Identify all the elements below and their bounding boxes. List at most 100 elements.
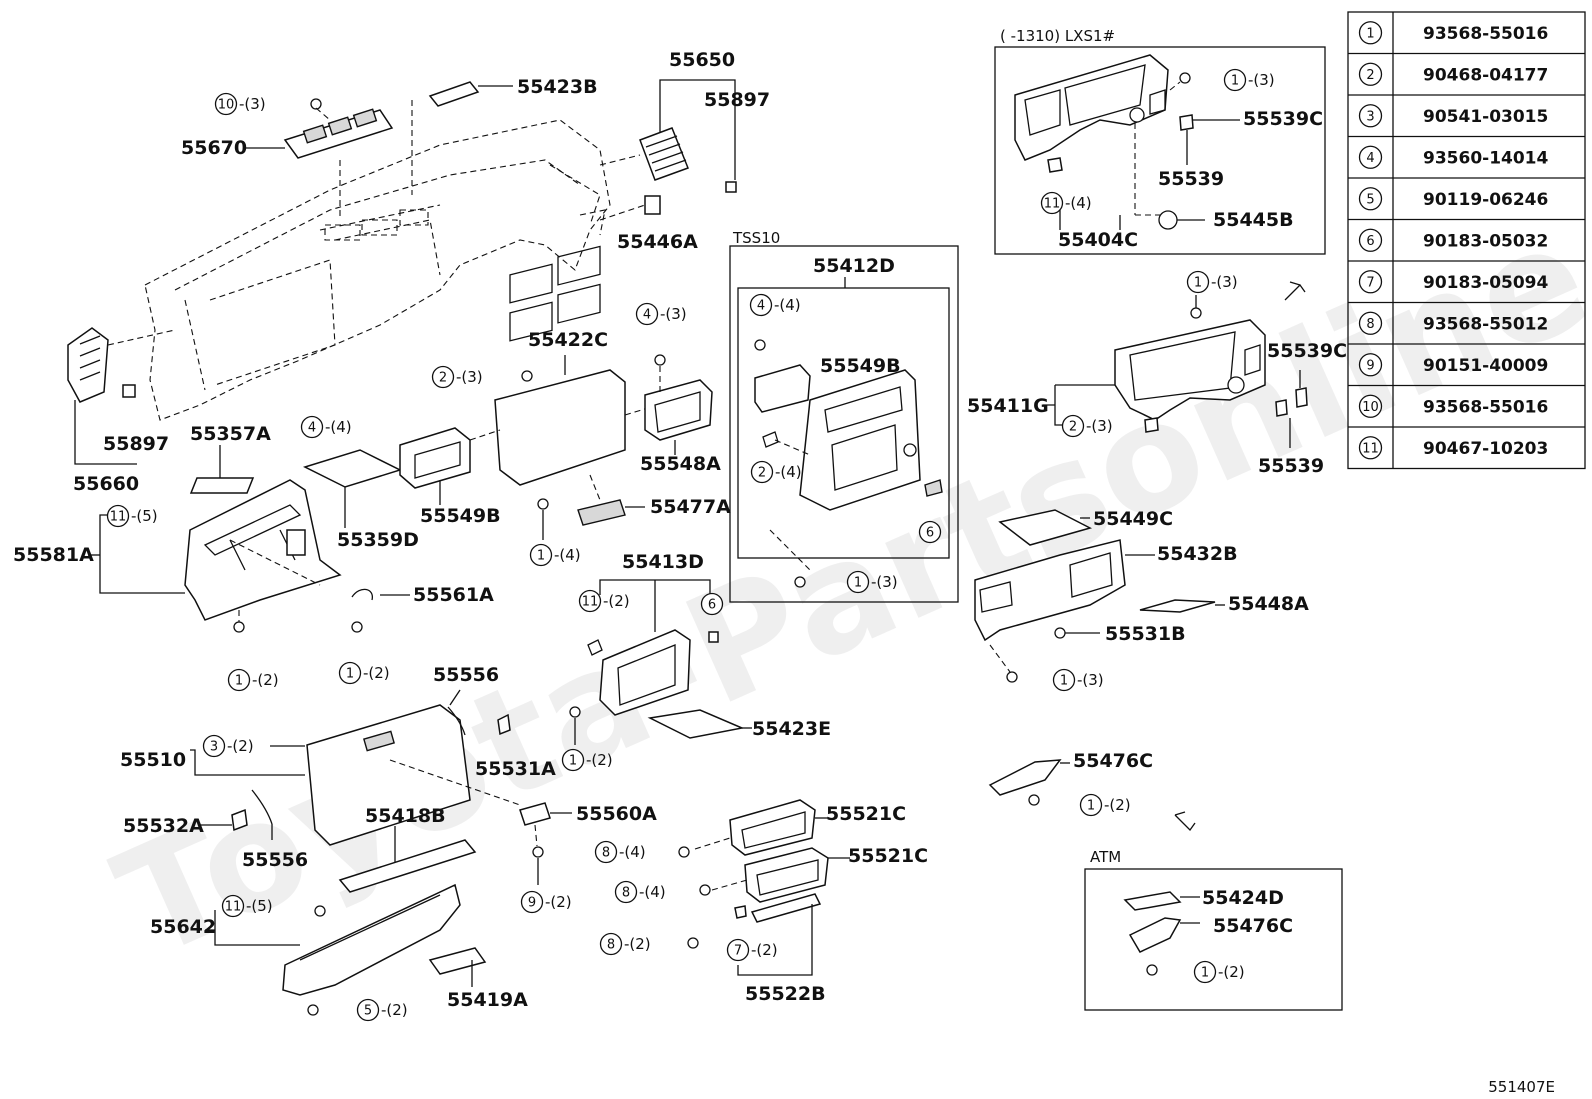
fastener-callout[interactable]: 1-(3) bbox=[846, 570, 898, 594]
label-55432B[interactable]: 55432B bbox=[1157, 543, 1238, 565]
group-lxs1: ( -1310) LXS1# bbox=[994, 27, 1326, 255]
legend-part-number[interactable]: 90151-40009 bbox=[1423, 356, 1548, 376]
part-labels: 55650 55897 55423B 55670 55446A 55897 55… bbox=[13, 49, 1347, 1011]
label-55531B[interactable]: 55531B bbox=[1105, 623, 1186, 645]
fastener-callout[interactable]: 10-(3) bbox=[214, 92, 266, 116]
label-55549B[interactable]: 55549B bbox=[820, 355, 901, 377]
fastener-callout[interactable]: 8-(4) bbox=[594, 840, 646, 864]
label-55556[interactable]: 55556 bbox=[433, 664, 499, 686]
label-55561A[interactable]: 55561A bbox=[413, 584, 494, 606]
label-55522B[interactable]: 55522B bbox=[745, 983, 826, 1005]
fastener-callout[interactable]: 8-(4) bbox=[614, 880, 666, 904]
fastener-callout[interactable]: 1-(3) bbox=[1052, 668, 1104, 692]
callout-circle bbox=[749, 293, 773, 317]
fastener-callout[interactable]: 1-(3) bbox=[1186, 270, 1238, 294]
fastener-callout[interactable]: 4-(4) bbox=[749, 293, 801, 317]
label-55419A[interactable]: 55419A bbox=[447, 989, 528, 1011]
fastener-callout[interactable]: 1-(2) bbox=[1079, 793, 1131, 817]
label-55424D[interactable]: 55424D bbox=[1202, 887, 1284, 909]
label-55423B[interactable]: 55423B bbox=[517, 76, 598, 98]
callout-quantity: -(4) bbox=[1065, 194, 1092, 212]
label-55521C[interactable]: 55521C bbox=[826, 803, 906, 825]
label-55539C[interactable]: 55539C bbox=[1243, 108, 1323, 130]
fastener-callout[interactable]: 11-(5) bbox=[221, 894, 273, 918]
callout-index: 10 bbox=[218, 98, 235, 113]
label-55423E[interactable]: 55423E bbox=[752, 718, 831, 740]
fastener-callout[interactable]: 1-(4) bbox=[529, 543, 581, 567]
label-55897[interactable]: 55897 bbox=[704, 89, 770, 111]
fastener-callout[interactable]: 3-(2) bbox=[202, 734, 254, 758]
label-55521C[interactable]: 55521C bbox=[848, 845, 928, 867]
fastener-callout[interactable]: 1-(2) bbox=[338, 661, 390, 685]
fastener-callout[interactable]: 2-(4) bbox=[750, 460, 802, 484]
label-55477A[interactable]: 55477A bbox=[650, 496, 731, 518]
label-55560A[interactable]: 55560A bbox=[576, 803, 657, 825]
legend-part-number[interactable]: 93560-14014 bbox=[1423, 148, 1549, 168]
label-55556[interactable]: 55556 bbox=[242, 849, 308, 871]
label-55359D[interactable]: 55359D bbox=[337, 529, 419, 551]
fastener-callout[interactable]: 9-(2) bbox=[520, 890, 572, 914]
legend-part-number[interactable]: 90541-03015 bbox=[1423, 107, 1548, 127]
label-55448A[interactable]: 55448A bbox=[1228, 593, 1309, 615]
legend-part-number[interactable]: 90467-10203 bbox=[1423, 439, 1548, 459]
screw-icon bbox=[699, 884, 711, 896]
label-55510[interactable]: 55510 bbox=[120, 749, 186, 771]
legend-part-number[interactable]: 90183-05094 bbox=[1423, 273, 1549, 293]
callout-circle bbox=[614, 880, 638, 904]
fastener-callout[interactable]: 7-(2) bbox=[726, 938, 778, 962]
label-55670[interactable]: 55670 bbox=[181, 137, 247, 159]
part-55548A-box bbox=[644, 379, 713, 455]
label-55422C[interactable]: 55422C bbox=[528, 329, 608, 351]
fastener-callout[interactable]: 5-(2) bbox=[356, 998, 408, 1022]
fastener-callout[interactable]: 2-(3) bbox=[1061, 414, 1113, 438]
screw-icon bbox=[351, 621, 363, 633]
label-55660[interactable]: 55660 bbox=[73, 473, 139, 495]
label-55357A[interactable]: 55357A bbox=[190, 423, 271, 445]
legend-part-number[interactable]: 90119-06246 bbox=[1423, 190, 1548, 210]
label-55445B[interactable]: 55445B bbox=[1213, 209, 1294, 231]
label-55539[interactable]: 55539 bbox=[1258, 455, 1324, 477]
label-55581A[interactable]: 55581A bbox=[13, 544, 94, 566]
callout-index: 6 bbox=[926, 526, 934, 541]
label-55418B[interactable]: 55418B bbox=[365, 805, 446, 827]
legend-part-number[interactable]: 90468-04177 bbox=[1423, 65, 1548, 85]
label-55548A[interactable]: 55548A bbox=[640, 453, 721, 475]
label-55897[interactable]: 55897 bbox=[103, 433, 169, 455]
label-55539[interactable]: 55539 bbox=[1158, 168, 1224, 190]
label-55446A[interactable]: 55446A bbox=[617, 231, 698, 253]
label-55476C[interactable]: 55476C bbox=[1073, 750, 1153, 772]
callout-quantity: -(2) bbox=[603, 592, 630, 610]
fastener-callout[interactable]: 11-(4) bbox=[1040, 191, 1092, 215]
fastener-callout[interactable]: 1-(2) bbox=[1193, 960, 1245, 984]
label-55539C[interactable]: 55539C bbox=[1267, 340, 1347, 362]
legend-part-number[interactable]: 93568-55012 bbox=[1423, 314, 1548, 334]
label-55549B[interactable]: 55549B bbox=[420, 505, 501, 527]
fastener-callout[interactable]: 4-(4) bbox=[300, 415, 352, 439]
legend-part-number[interactable]: 93568-55016 bbox=[1423, 24, 1548, 44]
fastener-callout[interactable]: 1-(3) bbox=[1223, 68, 1275, 92]
label-55411G[interactable]: 55411G bbox=[967, 395, 1049, 417]
callout-quantity: -(4) bbox=[619, 843, 646, 861]
screw-icon bbox=[233, 621, 245, 633]
label-55642[interactable]: 55642 bbox=[150, 916, 216, 938]
fastener-callout[interactable]: 6 bbox=[700, 592, 724, 616]
label-55449C[interactable]: 55449C bbox=[1093, 508, 1173, 530]
fastener-callout[interactable]: 1-(2) bbox=[227, 668, 279, 692]
label-55476C[interactable]: 55476C bbox=[1213, 915, 1293, 937]
fastener-callout[interactable]: 11-(5) bbox=[106, 504, 158, 528]
label-55413D[interactable]: 55413D bbox=[622, 551, 704, 573]
fastener-callout[interactable]: 4-(3) bbox=[635, 302, 687, 326]
label-55532A[interactable]: 55532A bbox=[123, 815, 204, 837]
label-55531A[interactable]: 55531A bbox=[475, 758, 556, 780]
legend-part-number[interactable]: 93568-55016 bbox=[1423, 397, 1548, 417]
label-55404C[interactable]: 55404C bbox=[1058, 229, 1138, 251]
fastener-callout[interactable]: 1-(2) bbox=[561, 748, 613, 772]
label-55412D[interactable]: 55412D bbox=[813, 255, 895, 277]
label-55650[interactable]: 55650 bbox=[669, 49, 735, 71]
fastener-callout[interactable]: 2-(3) bbox=[431, 365, 483, 389]
fastener-callout[interactable]: 6 bbox=[918, 520, 942, 544]
callout-quantity: -(4) bbox=[775, 463, 802, 481]
legend-part-number[interactable]: 90183-05032 bbox=[1423, 231, 1548, 251]
fastener-callout[interactable]: 8-(2) bbox=[599, 932, 651, 956]
fastener-callout[interactable]: 11-(2) bbox=[578, 589, 630, 613]
